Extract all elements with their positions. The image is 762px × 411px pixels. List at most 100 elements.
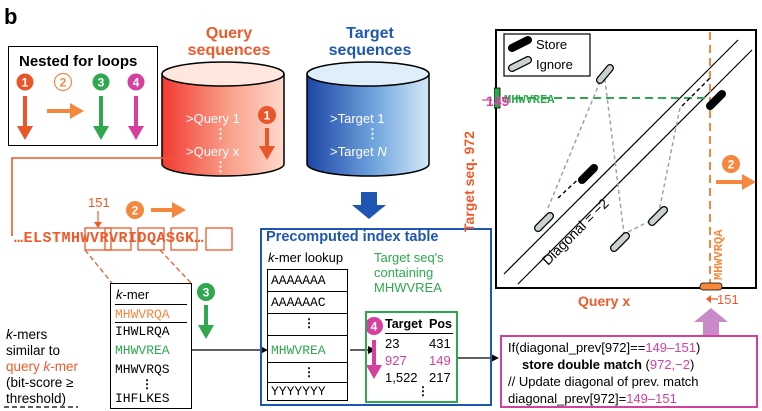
similar-note-line4: (bit-score ≥	[6, 375, 74, 390]
kmer-table: k-mer MHWVRQA IHWLRQA MHWVREA MHWVRQS ⋮ …	[110, 283, 192, 409]
query-db-dots: ⋮	[214, 126, 227, 141]
panel-label: b	[4, 4, 18, 29]
containing-line1: Target seq's	[374, 250, 444, 265]
kmer-row: IHWLRQA	[115, 324, 170, 339]
down-arrow-icon	[366, 365, 382, 379]
down-arrow-icon	[198, 325, 214, 339]
lookup-row: AAAAAAA	[271, 273, 326, 288]
kmer-row: ⋮	[141, 377, 153, 391]
right-arrow-icon	[742, 174, 756, 190]
query-db-item-1: >Query 1	[186, 111, 240, 126]
lookup-row: ⋮	[303, 316, 315, 330]
similar-note-line3: query k-mer	[6, 359, 79, 374]
loop-step-3-icon	[197, 283, 215, 301]
target-pos-table: Target Pos 23 431 927 149 1,522 217 ⋮	[365, 311, 458, 403]
store-hit	[578, 164, 598, 184]
svg-text:2: 2	[132, 204, 139, 218]
nested-loops-graphics: 1 2 3 4	[16, 72, 145, 140]
legend-ignore-icon	[509, 57, 531, 71]
lookup-row: ⋮	[303, 365, 315, 379]
entry-pos: 149	[429, 353, 451, 368]
plot-y-value: 149	[486, 93, 510, 109]
similar-note-line5: threshold)	[6, 391, 67, 406]
entry-pos: 431	[429, 336, 451, 351]
target-db-cylinder	[306, 73, 430, 177]
index-table-title: Precomputed index table	[266, 229, 439, 245]
plot-x-label: Query x	[578, 293, 631, 309]
entry-target: 1,522	[385, 370, 418, 385]
legend-ignore-label: Ignore	[536, 57, 573, 72]
target-db-dots: ⋮	[366, 126, 379, 141]
loop-step-2-icon	[722, 155, 740, 173]
kmer-row: MHWVREA	[115, 343, 170, 358]
loop-step-4-icon	[127, 73, 145, 91]
down-arrow-icon	[17, 126, 33, 140]
ignore-hit	[649, 207, 667, 225]
target-db-item-1: >Target 1	[330, 111, 385, 126]
containing-line3: MHWVREA	[374, 280, 442, 295]
target-db-item-n: >Target N	[330, 144, 387, 159]
nested-loops-title: Nested for loops	[19, 53, 138, 70]
kmer-row: IHFLKES	[115, 391, 170, 406]
kmer-lookup-label: k-mer lookup	[268, 250, 344, 265]
loop-step-2-icon	[53, 72, 73, 92]
ignore-hit	[535, 213, 553, 231]
lookup-row: YYYYYYY	[271, 384, 326, 399]
legend-store-label: Store	[536, 37, 567, 52]
entry-pos: 217	[429, 370, 451, 385]
query-db-subtitle: sequences	[187, 42, 271, 59]
up-arrow-icon	[694, 308, 728, 322]
entry-target: 927	[385, 353, 407, 368]
similar-note-line2: similar to	[6, 343, 61, 358]
down-arrow-icon	[128, 126, 144, 140]
kmer-table-header: k-mer	[116, 287, 150, 302]
kmer-row: MHWVRQS	[115, 362, 170, 377]
code-line1: If(diagonal_prev[972]==149–151)	[508, 340, 701, 355]
plot-x-value: 151	[717, 292, 739, 307]
lookup-row: AAAAAAC	[271, 295, 326, 310]
query-sequence: …ELSTMHWVRVRIDQASGK…	[14, 230, 205, 247]
svg-text:1: 1	[264, 109, 271, 123]
entries-dots: ⋮	[417, 384, 429, 398]
right-arrow-icon	[172, 202, 186, 218]
query-db-title: Query	[205, 25, 253, 42]
store-hit	[706, 90, 726, 110]
down-arrow-icon	[259, 146, 275, 160]
kmer-row: MHWVRQA	[115, 307, 170, 322]
down-arrow-icon	[93, 126, 109, 140]
plot-y-label: Target seq. 972	[461, 131, 477, 232]
code-line2: store double match (972,−2)	[522, 357, 695, 372]
col-pos-header: Pos	[429, 317, 452, 331]
ignore-hit	[611, 233, 629, 251]
ignore-hit	[597, 65, 613, 83]
lookup-table: AAAAAAA AAAAAAC ⋮ MHWVREA ⋮ YYYYYYY	[267, 269, 348, 401]
query-db-cylinder	[161, 73, 285, 177]
loop-step-2-label: 2	[60, 76, 67, 90]
loop-step-1-icon	[16, 73, 34, 91]
target-db-subtitle: sequences	[328, 42, 412, 59]
target-db-title: Target	[346, 25, 394, 42]
query-seq-position: 151	[88, 195, 110, 210]
y-kmer-label: MHWVREA	[504, 93, 555, 107]
similar-note-line1: k-mers	[6, 327, 48, 342]
databases-graphics: 1	[161, 61, 430, 177]
index-table-box	[260, 228, 492, 406]
entry-target: 23	[385, 336, 400, 351]
legend-store-icon	[508, 36, 532, 52]
loop-step-2-icon	[126, 201, 144, 219]
code-box: If(diagonal_prev[972]==149–151) store do…	[500, 335, 758, 408]
loop-step-4-label: 4	[133, 76, 140, 90]
code-line4: diagonal_prev[972]=149–151	[508, 391, 677, 406]
right-arrow-icon	[70, 103, 84, 119]
nested-loops-box: Nested for loops	[8, 46, 158, 146]
diagonal-plot: Store Ignore MHWVREA MHWVRQA Diagonal = …	[494, 29, 757, 291]
svg-text:3: 3	[203, 286, 210, 300]
loop-step-1-label: 1	[22, 76, 29, 90]
query-db-item-x: >Query x	[186, 144, 240, 159]
col-target-header: Target	[385, 317, 423, 331]
svg-text:2: 2	[728, 158, 735, 172]
loop-step-3-icon	[92, 73, 110, 91]
loop-step-4-icon	[365, 317, 383, 335]
query-db-dots: ⋮	[214, 159, 227, 174]
